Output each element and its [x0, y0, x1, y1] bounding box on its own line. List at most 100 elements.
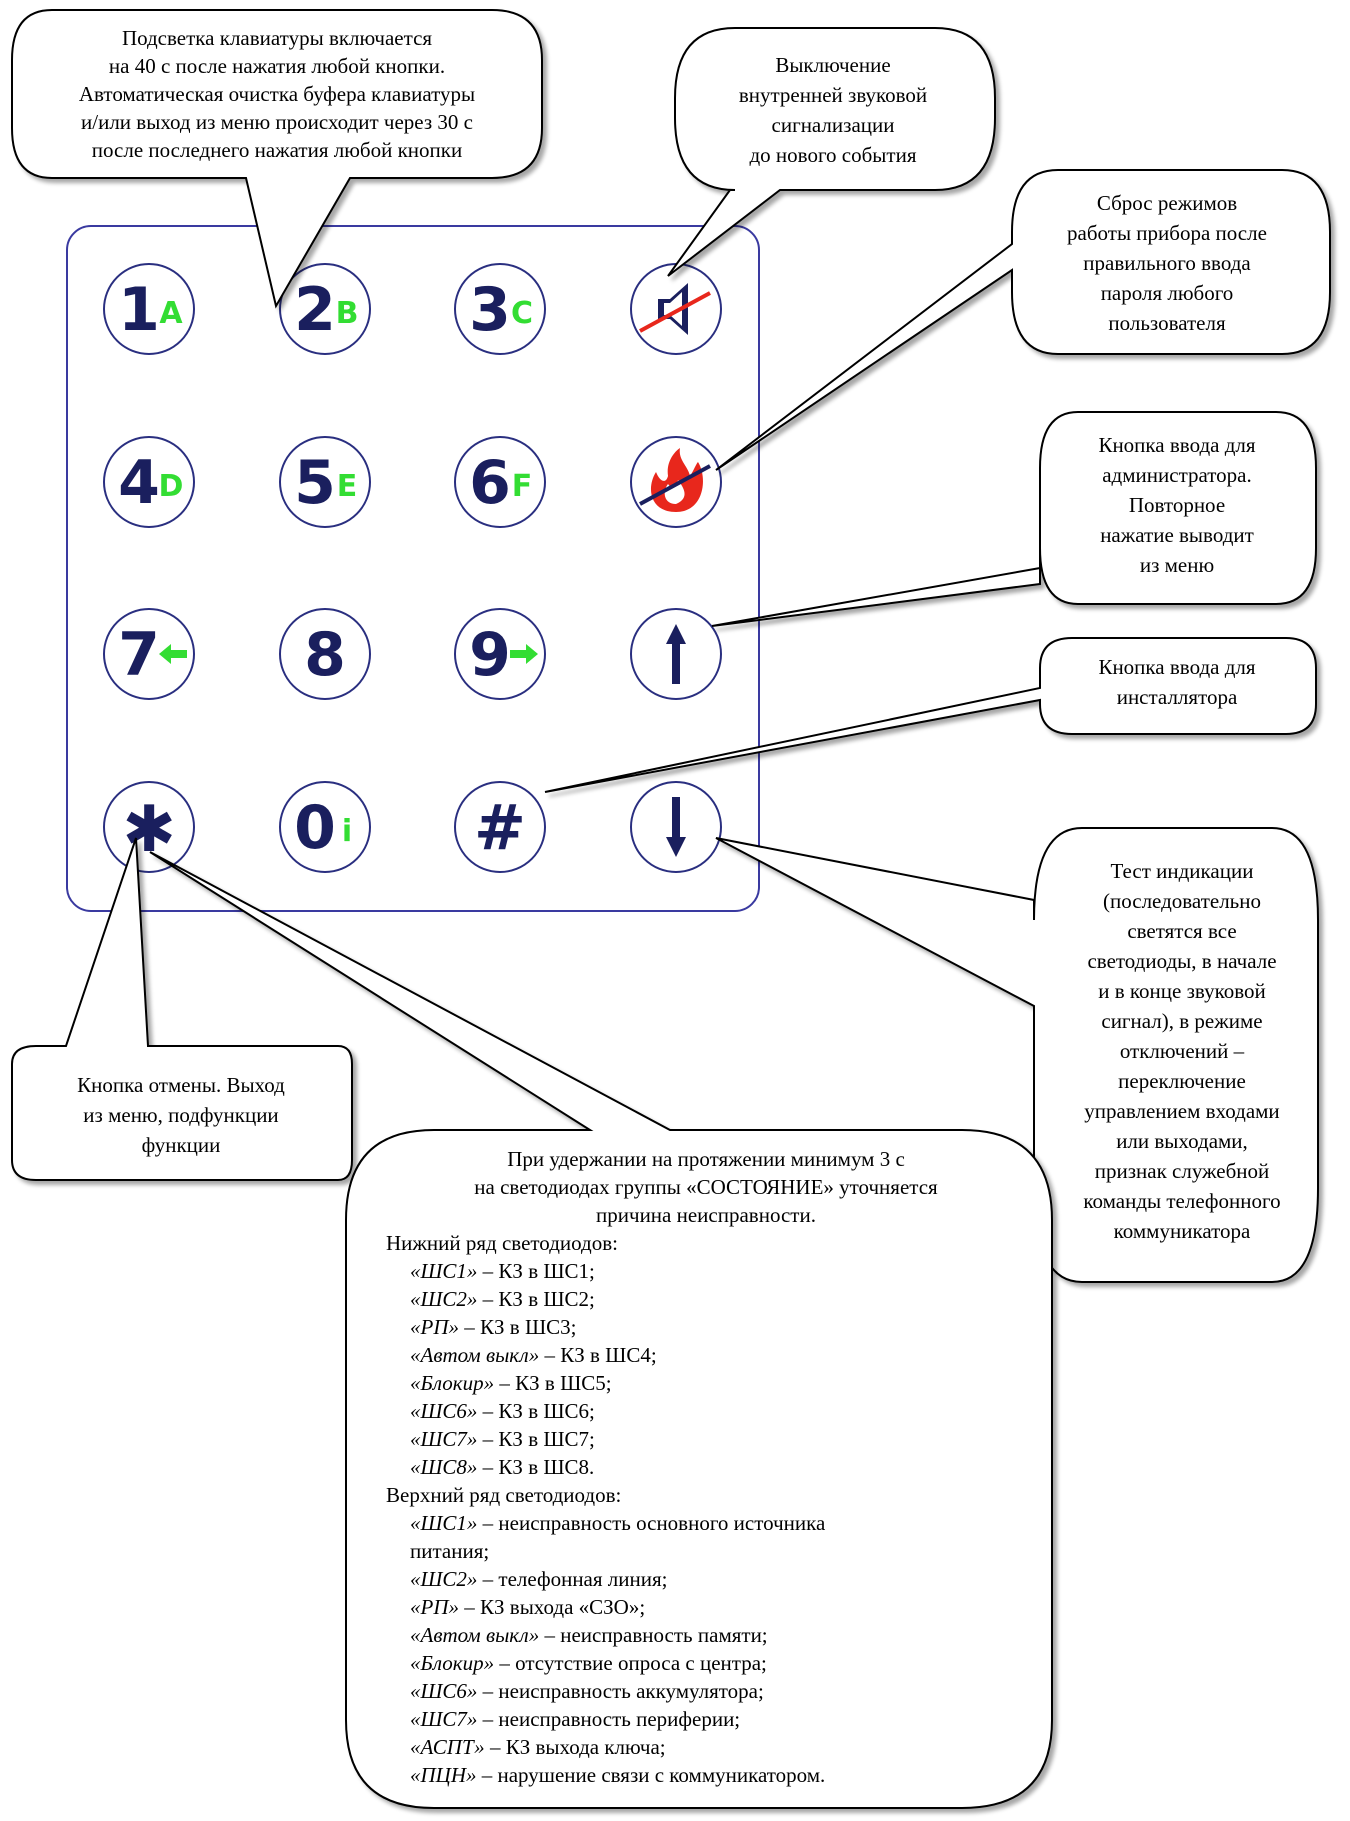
callout-line: (последовательно [1103, 889, 1261, 913]
key-ring [454, 263, 546, 355]
led-name: «ПЦН» [410, 1763, 477, 1787]
led-list-item: «ПЦН» – нарушение связи с коммуникатором… [376, 1761, 1036, 1789]
callout-line: сигнализации [771, 113, 895, 137]
key-ring [279, 608, 371, 700]
callout-line: светятся все [1127, 919, 1237, 943]
test-callout-text: Тест индикации (последовательно светятся… [1032, 856, 1332, 1246]
key-ring [279, 436, 371, 528]
led-name: «Блокир» [410, 1651, 495, 1675]
callout-line: инсталлятора [1116, 685, 1238, 709]
led-list-item: «ШС2» – КЗ в ШС2; [376, 1285, 1036, 1313]
callout-line: или выходами, [1116, 1129, 1248, 1153]
key-ring [103, 608, 195, 700]
key-9-button[interactable]: 9 [454, 608, 546, 700]
callout-line: управлением входами [1084, 1099, 1280, 1123]
key-ring [279, 781, 371, 873]
callout-line: коммуникатора [1113, 1219, 1251, 1243]
led-name: «ШС1» [410, 1259, 478, 1283]
installer-callout [544, 637, 1317, 793]
led-description: – неисправность периферии; [477, 1707, 741, 1731]
reset-callout-text: Сброс режимов работы прибора после прави… [1012, 188, 1322, 338]
key-4-button[interactable]: 4D [103, 436, 195, 528]
led-list-item: «ШС7» – КЗ в ШС7; [376, 1425, 1036, 1453]
key-7-button[interactable]: 7 [103, 608, 195, 700]
led-list-item: «РП» – КЗ в ШС3; [376, 1313, 1036, 1341]
callout-line: правильного ввода [1083, 251, 1251, 275]
callout-line: сигнал), в режиме [1101, 1009, 1263, 1033]
led-description: – КЗ выхода ключа; [484, 1735, 666, 1759]
key-letter: C [511, 296, 533, 331]
led-list-item: «Автом выкл» – КЗ в ШС4; [376, 1341, 1036, 1369]
key-hash-button[interactable]: # [454, 781, 546, 873]
callout-line: команды телефонного [1083, 1189, 1281, 1213]
key-symbol: # [474, 791, 526, 864]
led-list-item: «ШС1» – КЗ в ШС1; [376, 1257, 1036, 1285]
led-name: «ШС2» [410, 1567, 478, 1591]
key-down-button[interactable] [630, 781, 722, 873]
led-description: – КЗ в ШС7; [477, 1427, 595, 1451]
key-mute-button[interactable] [630, 263, 722, 355]
led-name: «АСПТ» [410, 1735, 485, 1759]
callout-line: и/или выход из меню происходит через 30 … [81, 110, 473, 134]
led-name: «ШС7» [410, 1427, 478, 1451]
key-digit: 2 [294, 275, 336, 345]
led-name: «ШС6» [410, 1679, 478, 1703]
backlight-callout-text: Подсветка клавиатуры включается на 40 с … [20, 24, 534, 164]
upper-row-heading: Верхний ряд светодиодов: [386, 1483, 622, 1507]
led-description: – КЗ в ШС5; [494, 1371, 612, 1395]
down-arrow-icon [666, 797, 686, 857]
key-8-button[interactable]: 8 [279, 608, 371, 700]
callout-line: нажатие выводит [1100, 523, 1254, 547]
key-letter: D [159, 469, 184, 504]
callout-line: отключений – [1119, 1039, 1245, 1063]
callout-line: Повторное [1128, 493, 1226, 517]
key-digit: 9 [469, 620, 511, 690]
led-list-item: «ШС2» – телефонная линия; [376, 1565, 1036, 1593]
led-description: – неисправность основного источника [477, 1511, 826, 1535]
hold-callout [149, 851, 1053, 1809]
key-star-button[interactable]: ✱ [103, 781, 195, 873]
mute-callout-text: Выключение внутренней звуковой сигнализа… [683, 50, 983, 170]
lower-row-heading: Нижний ряд светодиодов: [386, 1231, 618, 1255]
key-digit: 4 [118, 448, 160, 518]
callout-line: функции [141, 1133, 221, 1157]
key-letter: E [337, 469, 358, 504]
upper-row-list: «ШС1» – неисправность основного источник… [376, 1509, 1036, 1789]
led-description: – КЗ в ШС6; [477, 1399, 595, 1423]
callout-line: администратора. [1102, 463, 1252, 487]
strike-line [639, 291, 711, 333]
callout-line: Автоматическая очистка буфера клавиатуры [78, 82, 476, 106]
led-list-item: «ШС8» – КЗ в ШС8. [376, 1453, 1036, 1481]
key-letter: i [342, 814, 352, 849]
key-digit: 0 [294, 793, 336, 863]
callout-line: до нового события [749, 143, 917, 167]
callout-line: из меню [1139, 553, 1215, 577]
callout-line: Кнопка отмены. Выход [77, 1073, 285, 1097]
led-name: «Автом выкл» [410, 1623, 540, 1647]
key-up-button[interactable] [630, 608, 722, 700]
reset-callout [715, 169, 1331, 471]
key-fire-button[interactable] [630, 436, 722, 528]
callout-line: причина неисправности. [596, 1203, 816, 1227]
led-name: «РП» [410, 1315, 459, 1339]
led-description: – КЗ в ШС1; [477, 1259, 595, 1283]
led-name: «ШС7» [410, 1707, 478, 1731]
key-digit: 3 [469, 275, 511, 345]
callout-line: Кнопка ввода для [1098, 655, 1256, 679]
key-digit: 5 [294, 448, 336, 518]
key-ring [103, 436, 195, 528]
installer-callout-text: Кнопка ввода для инсталлятора [1042, 652, 1312, 712]
key-digit: 1 [118, 275, 160, 345]
callout-line: Кнопка ввода для [1098, 433, 1256, 457]
key-digit: 6 [469, 448, 511, 518]
led-description: – отсутствие опроса с центра; [494, 1651, 767, 1675]
led-name: «ШС6» [410, 1399, 478, 1423]
key-ring [279, 263, 371, 355]
